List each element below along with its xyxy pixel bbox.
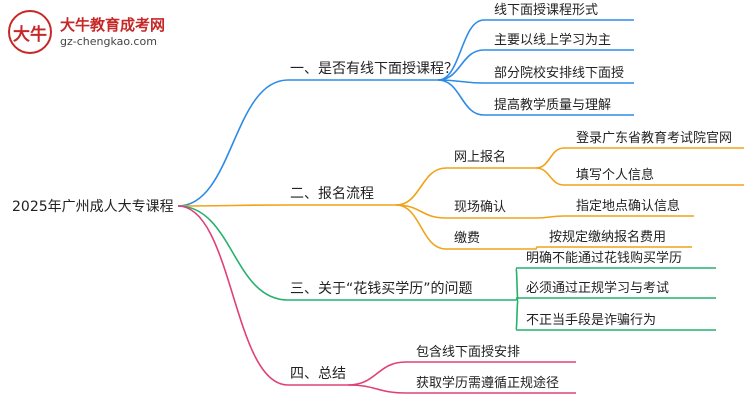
sub-topic-1: 网上报名 [454, 149, 506, 165]
branch-3-child-3: 不正当手段是诈骗行为 [526, 313, 656, 328]
sub-3-child-link-1 [535, 246, 538, 250]
branch-1-child-link-2 [437, 49, 485, 81]
sub-link-1 [395, 167, 447, 206]
root-topic: 2025年广州成人大专课程 [12, 199, 174, 215]
sub-3-child-1: 按规定缴纳报名费用 [549, 229, 666, 245]
sub-1-child-2: 填写个人信息 [576, 167, 654, 183]
branch-3-label: 三、关于“花钱买学历”的问题 [290, 281, 473, 297]
branch-link-3 [177, 205, 289, 301]
branch-3-child-link-3 [515, 299, 519, 331]
sub-2-child-link-1 [535, 215, 565, 219]
branch-1-child-3: 部分院校安排线下面授 [494, 65, 624, 81]
branch-1-child-1: 线下面授课程形式 [494, 3, 598, 18]
branch-1-child-link-1 [437, 19, 485, 81]
branch-3-child-link-1 [515, 267, 519, 301]
branch-4-child-2: 获取学历需遵循正规途径 [416, 375, 559, 391]
sub-1-child-link-1 [535, 147, 565, 169]
sub-1-child-link-2 [535, 167, 565, 186]
sub-topic-2: 现场确认 [454, 200, 506, 215]
branch-4-label: 四、总结 [290, 366, 346, 382]
logo-badge-icon: 大牛 [8, 10, 52, 54]
logo-title: 大牛教育成考网 [60, 16, 166, 34]
branch-3-child-2: 必须通过正规学习与考试 [526, 280, 669, 296]
logo-url: gz-chengkao.com [60, 35, 157, 48]
branch-1-label: 一、是否有线下面授课程？ [290, 61, 458, 77]
mind-map-links [177, 19, 744, 394]
sub-1-child-1: 登录广东省教育考试院官网 [576, 130, 732, 146]
site-logo: 大牛 大牛教育成考网 gz-chengkao.com [8, 10, 208, 54]
sub-topic-3: 缴费 [454, 231, 480, 246]
mind-map-labels: 2025年广州成人大专课程 一、是否有线下面授课程？ 线下面授课程形式主要以线上学习… [12, 3, 732, 391]
branch-link-2 [177, 204, 289, 207]
branch-4-child-link-1 [347, 361, 407, 386]
branch-link-4 [177, 205, 289, 386]
branch-1-child-4: 提高教学质量与理解 [494, 97, 611, 113]
logo-badge-text: 大牛 [13, 25, 47, 45]
branch-1-child-link-4 [437, 79, 485, 116]
sub-link-3 [395, 204, 447, 250]
branch-4-child-link-2 [347, 384, 407, 394]
branch-1-child-2: 主要以线上学习为主 [494, 32, 611, 48]
branch-2-label: 二、报名流程 [290, 186, 374, 202]
branch-link-1 [177, 79, 289, 207]
sub-2-child-1: 指定地点确认信息 [576, 198, 680, 214]
branch-4-child-1: 包含线下面授安排 [416, 344, 520, 360]
branch-3-child-1: 明确不能通过花钱购买学历 [526, 250, 682, 266]
